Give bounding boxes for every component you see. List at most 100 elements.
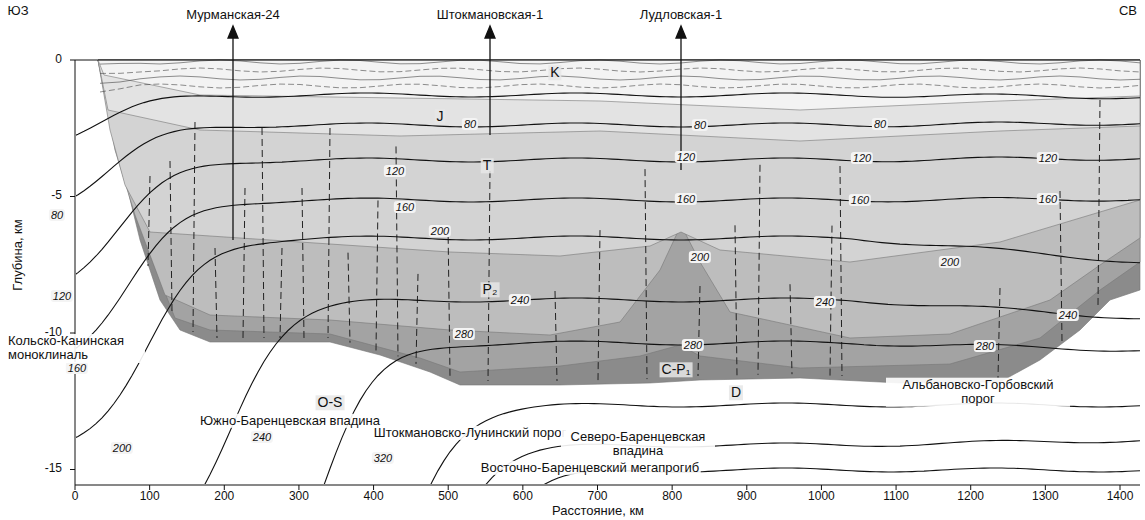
x-tick-label: 1300 (1032, 490, 1059, 503)
fault-line (193, 122, 195, 332)
x-tick (970, 485, 971, 490)
isotherm-value: 80 (692, 119, 708, 131)
x-tick (1120, 485, 1121, 490)
fault-line (555, 291, 557, 381)
fault-line (998, 288, 1000, 378)
isotherm-value: 120 (675, 151, 697, 163)
fault-line (416, 274, 418, 364)
fault-line (148, 176, 150, 266)
isotherm-value: 160 (66, 362, 88, 374)
x-tick (373, 485, 374, 490)
isotherm-value: 80 (872, 118, 888, 130)
stratum-index: D (729, 385, 743, 400)
well-arrow (228, 26, 238, 38)
isotherm-value: 160 (394, 201, 416, 213)
isotherm-value: 280 (682, 339, 704, 351)
stratum (98, 60, 1140, 372)
fault-line (215, 248, 217, 338)
x-tick-label: 100 (140, 490, 160, 503)
isotherm-value: 120 (1037, 152, 1059, 164)
bedding-line (100, 84, 1140, 92)
fault-line (698, 286, 700, 376)
x-tick (224, 485, 225, 490)
y-tick-label: -15 (45, 462, 62, 475)
x-tick-label: 700 (587, 490, 607, 503)
isotherm (76, 198, 1140, 358)
x-tick (448, 485, 449, 490)
structure-name: Южно-Баренцевская впадина (198, 414, 382, 428)
x-tick-label: 1000 (808, 490, 835, 503)
x-tick-label: 900 (737, 490, 757, 503)
bedding-line (100, 60, 1140, 64)
x-tick-label: 500 (438, 490, 458, 503)
axes (70, 60, 1140, 490)
isotherm-value: 200 (111, 442, 133, 454)
fault-line (170, 161, 172, 311)
well-arrow (676, 26, 686, 38)
isotherm-value: 200 (689, 251, 711, 263)
x-tick-label: 600 (513, 490, 533, 503)
structure-name: Восточно-Баренцевский мегапрогиб (479, 461, 701, 475)
direction-label: ЮЗ (8, 4, 29, 18)
isotherm-value: 120 (384, 165, 406, 177)
x-tick-label: 300 (289, 490, 309, 503)
x-tick-label: 1400 (1107, 490, 1134, 503)
x-tick (298, 485, 299, 490)
fault-line (448, 226, 450, 376)
x-tick-label: 800 (662, 490, 682, 503)
y-axis (75, 60, 76, 485)
bedding-line (100, 68, 1140, 73)
fault-line (243, 188, 245, 338)
well-line (489, 36, 490, 135)
well-line (232, 36, 233, 240)
structure-name: Штокмановско-Лунинский порог (372, 426, 568, 440)
stratum-index: P₂ (481, 282, 500, 297)
isotherm-value: 80 (462, 118, 478, 130)
fault-line (1098, 100, 1100, 306)
well-line (680, 36, 681, 170)
structure-name: Северо-Баренцевская впадина (561, 430, 715, 459)
x-tick (672, 485, 673, 490)
stratum (98, 60, 1140, 385)
isotherm (76, 93, 1140, 141)
stratum-index: J (435, 109, 446, 124)
isotherm-value: 160 (849, 194, 871, 206)
stratum-index: K (548, 65, 561, 80)
isotherm (76, 157, 1140, 284)
isotherm-value: 240 (509, 294, 531, 306)
x-tick (821, 485, 822, 490)
stratum-index: C-P₁ (660, 362, 693, 377)
direction-label: СВ (1119, 4, 1137, 18)
isotherm-value: 200 (429, 225, 451, 237)
x-tick-label: 1200 (957, 490, 984, 503)
isotherm-value: 280 (453, 328, 475, 340)
isotherm-value: 240 (814, 296, 836, 308)
x-tick (746, 485, 747, 490)
x-tick (597, 485, 598, 490)
y-tick-label: -5 (51, 189, 62, 202)
isotherm-value: 240 (251, 431, 273, 443)
fault-line (598, 230, 600, 380)
stratum (98, 60, 1140, 262)
well-name: Лудловская-1 (638, 8, 724, 22)
y-tick (70, 60, 75, 61)
fault-line (488, 171, 490, 381)
isotherm-value: 120 (851, 152, 873, 164)
well-arrow (485, 26, 495, 38)
isotherms (76, 93, 1140, 484)
x-tick (896, 485, 897, 490)
y-tick-label: 0 (55, 53, 62, 66)
y-tick (70, 196, 75, 197)
fault-line (302, 188, 304, 338)
structure-name: Кольско-Канинская моноклиналь (6, 334, 145, 363)
isotherm-value: 120 (51, 290, 73, 302)
stratum-index: T (481, 158, 494, 173)
isotherm-value: 240 (1057, 309, 1079, 321)
stratum (98, 60, 1140, 141)
bedding-line (100, 76, 1140, 83)
fault-line (348, 253, 350, 343)
isotherm (76, 236, 1140, 444)
fault-line (840, 166, 842, 376)
isotherm (76, 298, 1140, 484)
